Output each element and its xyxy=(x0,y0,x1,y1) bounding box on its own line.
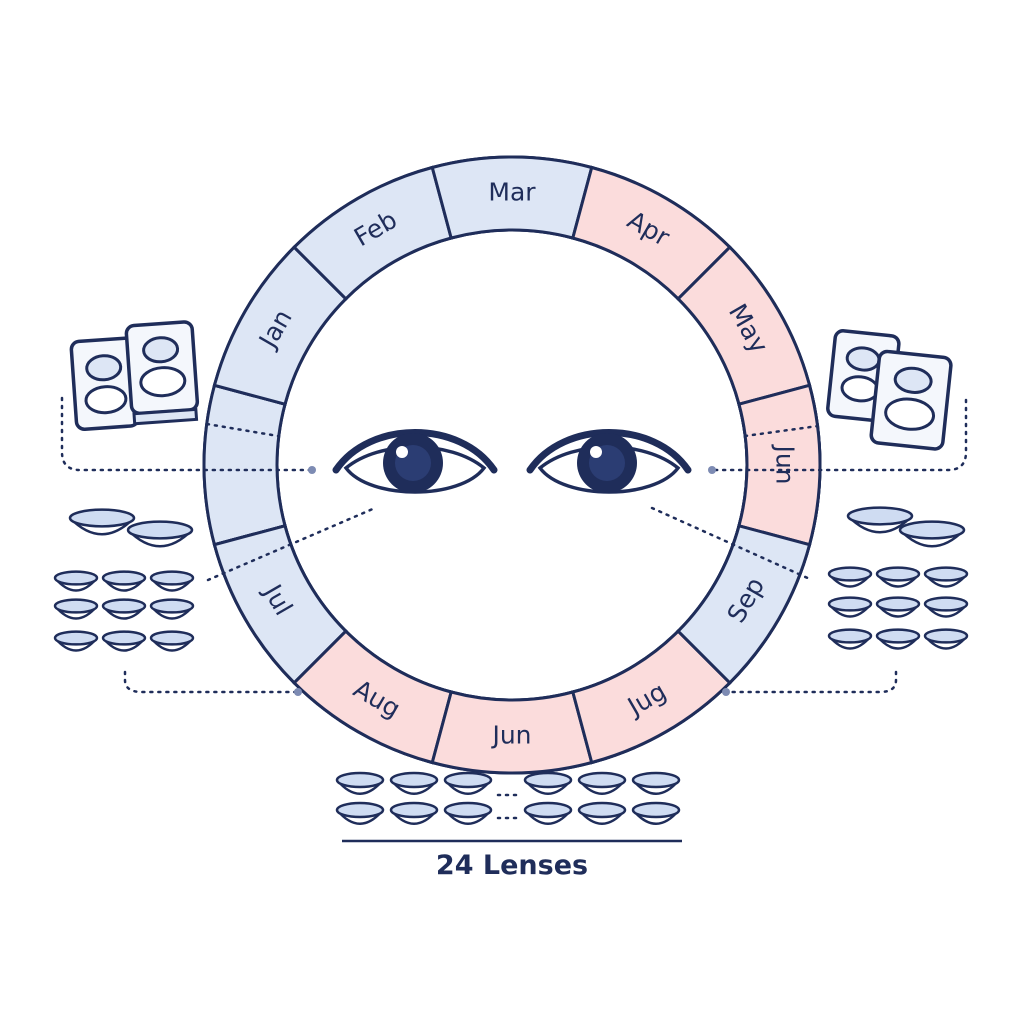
contact-lens-icon xyxy=(101,598,147,620)
connector-dot xyxy=(308,466,316,474)
month-label: Mar xyxy=(488,178,536,207)
contact-lens-icon xyxy=(68,508,136,536)
contact-lens-icon xyxy=(101,630,147,652)
contact-lens-icon xyxy=(898,520,966,548)
contact-lens-groups xyxy=(53,506,969,825)
contact-lens-icon xyxy=(577,771,627,795)
contact-lens-icon xyxy=(443,801,493,825)
contact-lens-icon xyxy=(923,566,969,588)
contact-lens-icon xyxy=(577,801,627,825)
connector-dot xyxy=(708,466,716,474)
contact-lens-icon xyxy=(389,771,439,795)
month-label: Jun xyxy=(490,721,531,750)
contact-lens-icon xyxy=(827,566,873,588)
contact-lens-icon xyxy=(149,598,195,620)
contact-lens-icon xyxy=(335,801,385,825)
contact-lens-icon xyxy=(149,630,195,652)
month-label: Jun xyxy=(771,443,800,484)
left-eye-icon xyxy=(332,429,498,494)
dotted-connectors xyxy=(60,396,968,820)
contact-lens-icon xyxy=(149,570,195,592)
ring-cell-blank xyxy=(202,383,287,547)
contact-lens-icon xyxy=(443,771,493,795)
contact-lens-icon xyxy=(875,596,921,618)
connector-dot xyxy=(294,688,302,696)
right-lens-case-icon xyxy=(826,329,953,451)
contact-lens-icon xyxy=(53,598,99,620)
ring-cell-month xyxy=(570,629,732,765)
ring-cell-month xyxy=(292,629,454,765)
contact-lens-icon xyxy=(523,801,573,825)
contact-lens-icon xyxy=(846,506,914,534)
contact-lens-icon xyxy=(389,801,439,825)
left-lens-case-icon xyxy=(69,320,200,431)
contact-lens-icon xyxy=(523,771,573,795)
contact-lens-icon xyxy=(335,771,385,795)
contact-lens-icon xyxy=(923,596,969,618)
right-eye-icon xyxy=(526,429,692,494)
contact-lens-icon xyxy=(827,628,873,650)
connector-dot xyxy=(722,688,730,696)
ring-cell-month xyxy=(430,690,594,775)
contact-lens-icon xyxy=(53,570,99,592)
contact-lens-icon xyxy=(126,520,194,548)
total-lenses-label: 24 Lenses xyxy=(435,850,589,881)
ring-cell-month xyxy=(212,523,348,685)
contact-lens-icon xyxy=(53,630,99,652)
contact-lens-icon xyxy=(631,801,681,825)
contact-lens-icon xyxy=(923,628,969,650)
contact-lens-icon xyxy=(101,570,147,592)
contact-lens-icon xyxy=(875,628,921,650)
contact-lens-icon xyxy=(827,596,873,618)
contact-lens-icon xyxy=(631,771,681,795)
contact-lens-icon xyxy=(875,566,921,588)
